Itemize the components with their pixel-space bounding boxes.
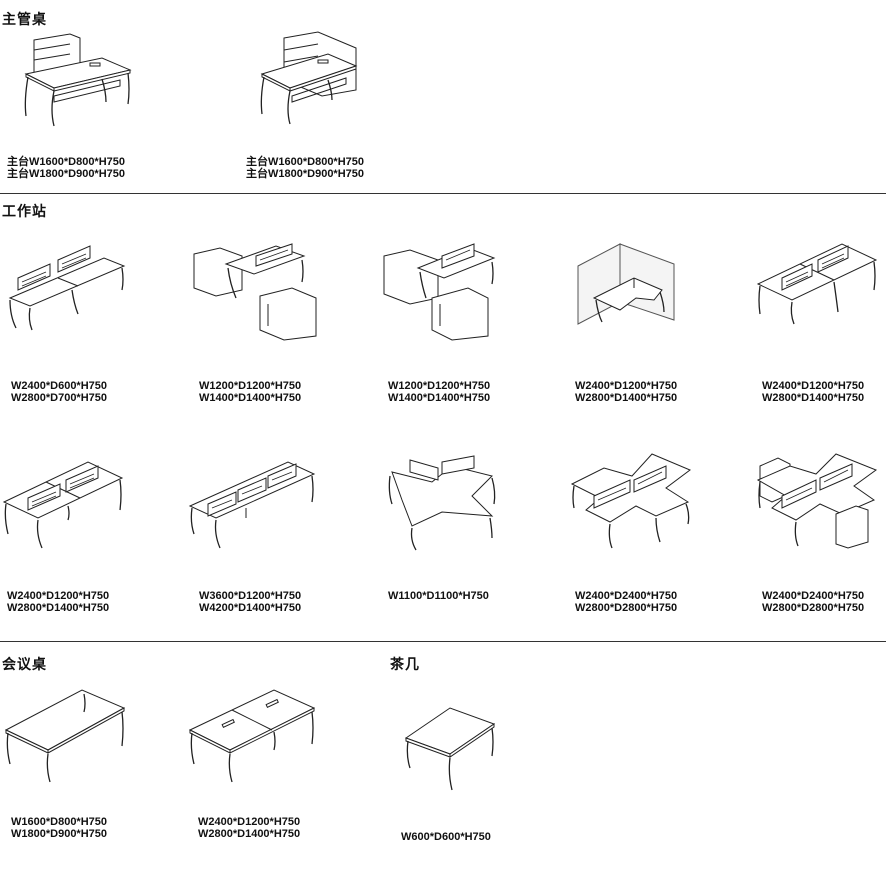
section-title-conference: 会议桌 <box>2 656 47 672</box>
workstation-drawing-7 <box>188 452 318 552</box>
workstation-drawing-4 <box>574 238 684 334</box>
tea-table-drawing <box>404 706 496 792</box>
workstation-drawing-10 <box>756 452 882 552</box>
executive-desk-drawing-1 <box>20 30 140 130</box>
workstation-drawing-5 <box>756 240 880 326</box>
workstation-drawing-3 <box>382 240 502 341</box>
workstation-drawing-1 <box>4 238 128 334</box>
conference-table-drawing-1 <box>4 688 128 784</box>
executive-desk-drawing-2 <box>258 31 378 132</box>
section-title-tea: 茶几 <box>390 656 420 672</box>
workstation-drawing-9 <box>570 452 694 552</box>
workstation-drawing-6 <box>2 452 126 552</box>
conference-table-drawing-2 <box>188 688 318 784</box>
section-divider <box>0 193 886 194</box>
dimension-label: W600*D600*H750 <box>401 831 491 843</box>
workstation-drawing-8 <box>382 452 508 552</box>
dimension-label: W1100*D1100*H750 <box>388 590 489 602</box>
workstation-drawing-2 <box>192 238 322 341</box>
section-title-workstation: 工作站 <box>2 203 47 219</box>
section-title-executive: 主管桌 <box>2 11 47 27</box>
section-divider <box>0 641 886 642</box>
